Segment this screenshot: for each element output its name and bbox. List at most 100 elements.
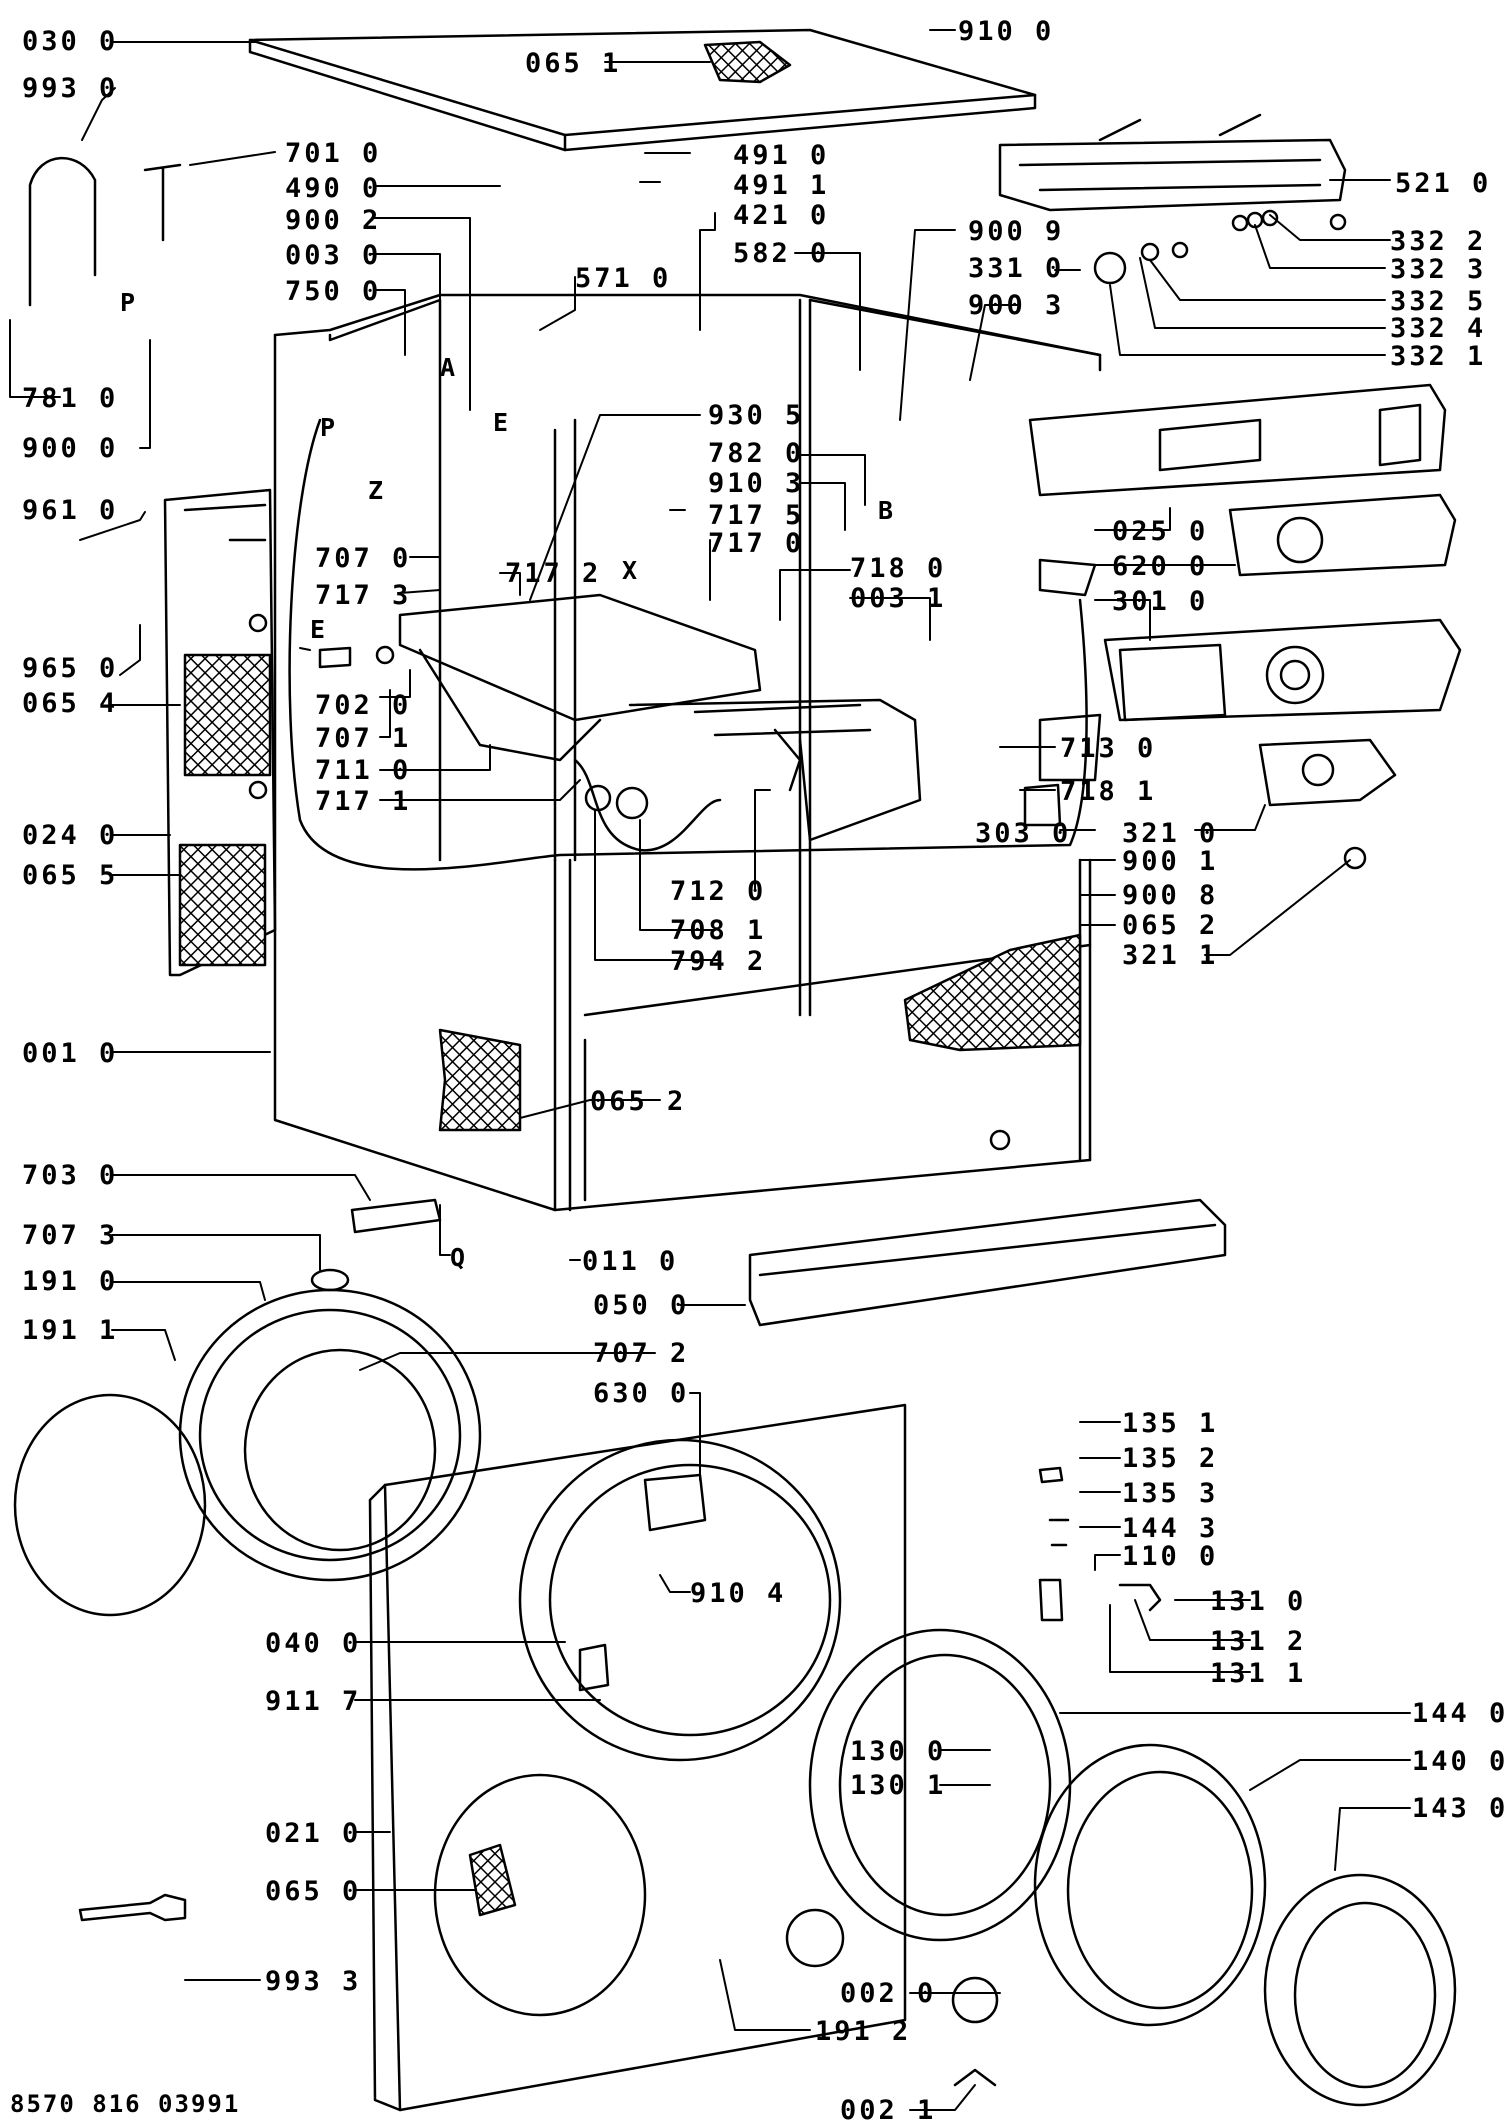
- part-label-900-9: 900 9: [968, 216, 1065, 247]
- part-label-131-0: 131 0: [1210, 1586, 1307, 1617]
- part-label-003-1: 003 1: [850, 583, 947, 614]
- part-label-065-0: 065 0: [265, 1876, 362, 1907]
- part-label-571-0: 571 0: [575, 263, 672, 294]
- tub: [13, 1288, 482, 1617]
- part-label-712-0: 712 0: [670, 876, 767, 907]
- part-label-332-2: 332 2: [1390, 226, 1487, 257]
- part-label-331-0: 331 0: [968, 253, 1065, 284]
- part-label-191-0: 191 0: [22, 1266, 119, 1297]
- part-label-961-0: 961 0: [22, 495, 119, 526]
- part-label-701-0: 701 0: [285, 138, 382, 169]
- front-panel: [368, 1403, 907, 2112]
- part-label-144-0: 144 0: [1412, 1698, 1508, 1729]
- part-label-421-0: 421 0: [733, 200, 830, 231]
- door-glass: [1033, 1743, 1267, 2027]
- part-label-703-0: 703 0: [22, 1160, 119, 1191]
- part-label-713-0: 713 0: [1060, 733, 1157, 764]
- gasket: [310, 1268, 350, 1292]
- part-label-900-3: 900 3: [968, 290, 1065, 321]
- part-label-021-0: 021 0: [265, 1818, 362, 1849]
- callout-b: B: [878, 496, 897, 525]
- part-label-620-0: 620 0: [1112, 551, 1209, 582]
- part-label-003-0: 003 0: [285, 240, 382, 271]
- part-label-750-0: 750 0: [285, 276, 382, 307]
- part-label-900-8: 900 8: [1122, 880, 1219, 911]
- part-label-717-3: 717 3: [315, 580, 412, 611]
- part-label-140-0: 140 0: [1412, 1746, 1508, 1777]
- part-label-065-1: 065 1: [525, 48, 622, 79]
- part-label-911-7: 911 7: [265, 1686, 362, 1717]
- top-cover: [248, 28, 1037, 152]
- drain-hose: [28, 156, 97, 307]
- part-label-910-3: 910 3: [708, 468, 805, 499]
- part-label-040-0: 040 0: [265, 1628, 362, 1659]
- callout-q: Q: [450, 1243, 469, 1272]
- callout-p-left: P: [320, 413, 339, 442]
- part-label-717-2: 717 2: [505, 558, 602, 589]
- part-label-702-0: 702 0: [315, 690, 412, 721]
- part-label-900-0: 900 0: [22, 433, 119, 464]
- part-label-065-2-b: 065 2: [590, 1086, 687, 1117]
- part-label-930-5: 930 5: [708, 400, 805, 431]
- part-label-110-0: 110 0: [1122, 1541, 1219, 1572]
- part-label-910-0: 910 0: [958, 16, 1055, 47]
- part-label-782-0: 782 0: [708, 438, 805, 469]
- part-label-910-4: 910 4: [690, 1578, 787, 1609]
- callout-p-top: P: [120, 288, 139, 317]
- side-panel: [163, 488, 277, 977]
- part-label-321-1: 321 1: [1122, 940, 1219, 971]
- part-label-521-0: 521 0: [1395, 168, 1492, 199]
- part-label-717-0: 717 0: [708, 528, 805, 559]
- part-label-707-2: 707 2: [593, 1338, 690, 1369]
- part-label-900-1: 900 1: [1122, 846, 1219, 877]
- part-label-332-3: 332 3: [1390, 254, 1487, 285]
- part-label-993-3: 993 3: [265, 1966, 362, 1997]
- dispenser-assembly: [318, 558, 1102, 852]
- part-label-024-0: 024 0: [22, 820, 119, 851]
- callout-e-left: E: [310, 615, 329, 644]
- part-label-707-3: 707 3: [22, 1220, 119, 1251]
- part-label-332-5: 332 5: [1390, 286, 1487, 317]
- part-label-794-2: 794 2: [670, 946, 767, 977]
- part-label-717-5: 717 5: [708, 500, 805, 531]
- part-label-707-1: 707 1: [315, 723, 412, 754]
- part-label-301-0: 301 0: [1112, 586, 1209, 617]
- part-label-130-0: 130 0: [850, 1736, 947, 1767]
- part-label-001-0: 001 0: [22, 1038, 119, 1069]
- part-label-002-1: 002 1: [840, 2095, 937, 2126]
- part-label-781-0: 781 0: [22, 383, 119, 414]
- door-trim: [1263, 1873, 1457, 2107]
- part-label-135-3: 135 3: [1122, 1478, 1219, 1509]
- part-label-900-2: 900 2: [285, 205, 382, 236]
- part-label-135-2: 135 2: [1122, 1443, 1219, 1474]
- part-label-332-1: 332 1: [1390, 341, 1487, 372]
- part-label-582-0: 582 0: [733, 238, 830, 269]
- part-label-332-4: 332 4: [1390, 313, 1487, 344]
- part-label-491-1: 491 1: [733, 170, 830, 201]
- service-tool: [78, 1893, 187, 1922]
- part-label-191-1: 191 1: [22, 1315, 119, 1346]
- part-label-993-0: 993 0: [22, 73, 119, 104]
- cabinet-body: [273, 293, 1102, 1212]
- part-label-130-1: 130 1: [850, 1770, 947, 1801]
- part-label-131-2: 131 2: [1210, 1626, 1307, 1657]
- part-label-717-1: 717 1: [315, 786, 412, 817]
- part-label-491-0: 491 0: [733, 140, 830, 171]
- part-label-965-0: 965 0: [22, 653, 119, 684]
- part-label-708-1: 708 1: [670, 915, 767, 946]
- part-label-065-2-a: 065 2: [1122, 910, 1219, 941]
- part-label-707-0: 707 0: [315, 543, 412, 574]
- part-label-025-0: 025 0: [1112, 516, 1209, 547]
- leader-lines: [9, 29, 1411, 2111]
- part-label-718-1: 718 1: [1060, 776, 1157, 807]
- part-label-321-0: 321 0: [1122, 818, 1219, 849]
- selector-knobs: [1093, 209, 1347, 285]
- part-label-131-1: 131 1: [1210, 1658, 1307, 1689]
- part-label-030-0: 030 0: [22, 26, 119, 57]
- filter-lever: [953, 2068, 997, 2087]
- callout-z: Z: [368, 476, 387, 505]
- callout-x: X: [622, 556, 641, 585]
- part-label-630-0: 630 0: [593, 1378, 690, 1409]
- part-label-490-0: 490 0: [285, 173, 382, 204]
